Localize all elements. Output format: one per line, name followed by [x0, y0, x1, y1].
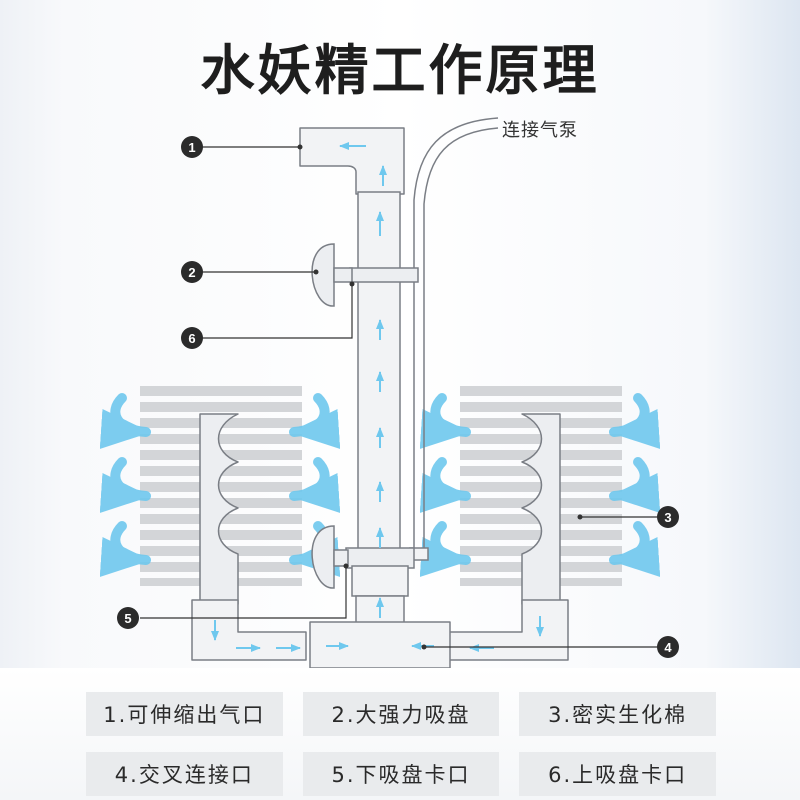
- svg-text:1: 1: [188, 140, 195, 155]
- legend-item-outlet: 1.可伸缩出气口: [86, 692, 283, 736]
- legend-item-cross-connector: 4.交叉连接口: [86, 752, 283, 796]
- legend-item-suction-cup: 2.大强力吸盘: [302, 692, 500, 736]
- upper-cup-neck: [333, 267, 353, 283]
- air-hose: [413, 117, 499, 556]
- callout-2: 2: [181, 261, 203, 283]
- callout-6: 6: [181, 327, 203, 349]
- leader-lines: [140, 146, 658, 648]
- strainer-right: [521, 413, 561, 605]
- svg-text:6: 6: [188, 331, 195, 346]
- lower-cup-neck: [333, 549, 349, 567]
- legend-item-sponge: 3.密实生化棉: [519, 692, 716, 736]
- outlet-elbow: [299, 127, 405, 195]
- lower-suction-cup: [311, 525, 335, 589]
- legend: 1.可伸缩出气口 2.大强力吸盘 3.密实生化棉 4.交叉连接口 5.下吸盘卡口…: [86, 692, 716, 796]
- flow-arrows: [211, 142, 544, 652]
- upper-clamp: [349, 267, 419, 283]
- legend-item-upper-clamp: 6.上吸盘卡口: [519, 752, 716, 796]
- callout-5: 5: [117, 607, 139, 629]
- callout-3: 3: [657, 506, 679, 528]
- page-title: 水妖精工作原理: [200, 39, 600, 102]
- svg-text:4: 4: [664, 640, 672, 655]
- upper-suction-cup: [311, 243, 335, 307]
- svg-text:5: 5: [124, 611, 131, 626]
- lower-collar: [351, 565, 409, 597]
- leader-dots: [297, 144, 583, 650]
- air-pump-label: 连接气泵: [502, 120, 578, 141]
- strainer-left: [199, 413, 239, 605]
- callout-4: 4: [657, 636, 679, 658]
- lower-clamp: [345, 547, 415, 569]
- svg-text:3: 3: [664, 510, 671, 525]
- svg-text:2: 2: [188, 265, 195, 280]
- swirl-arrows: [99, 393, 661, 577]
- legend-item-lower-clamp: 5.下吸盘卡口: [302, 752, 500, 796]
- callout-1: 1: [181, 136, 203, 158]
